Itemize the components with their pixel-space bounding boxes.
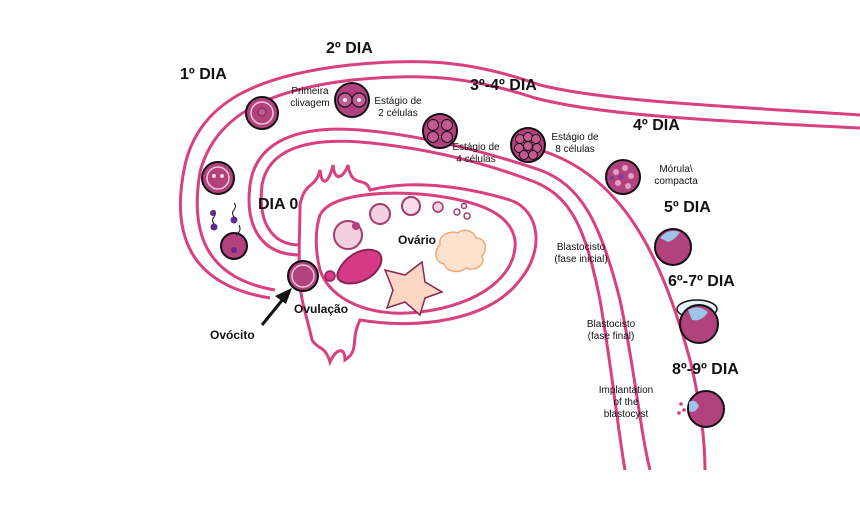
label-blastocisto-inicial: Blastocisto (fase inicial) (546, 242, 616, 266)
label-blastocisto-inicial-line1: Blastocisto (556, 242, 606, 253)
label-morula: Mórula\ compacta (646, 164, 706, 188)
uterus-wall (539, 148, 707, 471)
label-estagio-8: Estágio de 8 células (544, 132, 606, 156)
label-blastocisto-final-line1: Blastocisto (586, 319, 636, 330)
ovary-outline (297, 164, 538, 367)
blastocyst-late (679, 304, 719, 344)
label-day-5: 5º DIA (664, 199, 711, 216)
label-blastocisto-inicial-line2: (fase inicial) (554, 254, 608, 265)
tube-outer-wall-2 (195, 75, 860, 292)
label-morula-line2: compacta (654, 176, 698, 187)
fertilized-egg (220, 232, 248, 260)
sperm-head-2 (230, 216, 238, 224)
label-implantation-line3: blastocyst (603, 409, 649, 420)
label-implantation-line2: of the (613, 397, 639, 408)
follicle-small (432, 201, 444, 213)
label-primeira-clivagem-line2: clivagem (290, 98, 330, 109)
blastocyst-implanting (687, 390, 725, 428)
label-day-2: 2º DIA (326, 40, 373, 57)
label-ovulacao: Ovulação (294, 302, 349, 316)
ovocito-arrow-head (275, 288, 292, 304)
label-day-0: DIA 0 (258, 196, 299, 213)
follicle-tiny-3 (460, 202, 468, 210)
label-estagio-2-line1: Estágio de (374, 96, 422, 107)
label-estagio-4-line2: 4 células (456, 154, 496, 165)
label-blastocisto-final: Blastocisto (fase final) (576, 319, 646, 343)
tube-outer-wall (178, 60, 860, 300)
sperm-head-3 (210, 210, 216, 216)
tube-inner-wall-2 (259, 139, 627, 471)
follicle-large-nucleus (352, 222, 360, 230)
label-estagio-4: Estágio de 4 células (446, 142, 506, 166)
label-primeira-clivagem: Primeira clivagem (280, 86, 340, 110)
rupturing-follicle (336, 248, 383, 285)
released-oocyte (324, 270, 336, 282)
label-implantation-line1: Implantation (598, 385, 654, 396)
follicle-medium-2 (401, 196, 421, 216)
label-implantation: Implantation of the blastocyst (590, 385, 662, 421)
label-day-3-4: 3º-4º DIA (470, 77, 537, 94)
label-estagio-2-line2: 2 células (378, 108, 418, 119)
label-primeira-clivagem-line1: Primeira (291, 86, 329, 97)
follicle-medium (369, 203, 391, 225)
label-morula-line1: Mórula\ (659, 164, 693, 175)
label-estagio-2: Estágio de 2 células (368, 96, 428, 120)
follicle-tiny-1 (453, 208, 461, 216)
label-day-4: 4º DIA (633, 117, 680, 134)
sperm-head-1 (210, 223, 218, 231)
follicle-tiny-2 (463, 212, 471, 220)
label-ovocito: Ovócito (210, 328, 255, 342)
label-day-1: 1º DIA (180, 66, 227, 83)
corpus-albicans (435, 229, 487, 273)
label-blastocisto-final-line2: (fase final) (587, 331, 635, 342)
label-estagio-8-line1: Estágio de (551, 132, 599, 143)
label-day-6-7: 6º-7º DIA (668, 273, 735, 290)
corpus-luteum (383, 260, 444, 317)
label-estagio-8-line2: 8 células (555, 144, 595, 155)
ovary-inner (314, 191, 517, 315)
label-estagio-4-line1: Estágio de (452, 142, 500, 153)
label-ovario: Ovário (398, 233, 437, 247)
label-day-8-9: 8º-9º DIA (672, 361, 739, 378)
tube-inner-wall (247, 127, 652, 471)
